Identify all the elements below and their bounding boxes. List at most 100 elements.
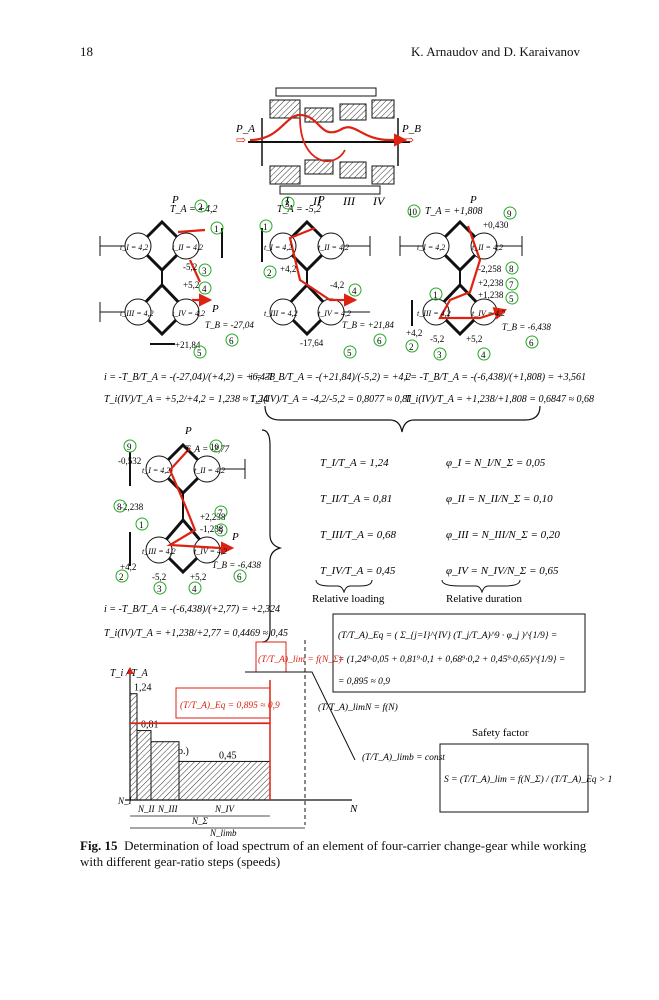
n-label-3: N_III xyxy=(157,804,178,814)
n-label-4: N_IV xyxy=(214,804,236,814)
step-1-label-b: +5,2 xyxy=(183,280,199,290)
step-3-ta: T_A = +1,808 xyxy=(425,206,483,217)
step-2-tb: T_B = +21,84 xyxy=(342,320,394,330)
step-4-badge-5: 5 xyxy=(218,526,223,536)
step-2-ta: T_A = -5,2 xyxy=(277,204,321,215)
step-2-t3: t_III = 4,2 xyxy=(264,309,298,318)
shaft-label-3: III xyxy=(342,194,356,208)
step-1-label-a: -5,2 xyxy=(183,262,197,272)
step-3-badge-3: 3 xyxy=(437,350,442,360)
figure-caption: Fig. 15 Determination of load spectrum o… xyxy=(80,838,590,870)
load-bar-label-4: 0,45 xyxy=(219,750,237,761)
step-3-t3: t_III = 4,2 xyxy=(417,309,451,318)
step-2-badge-3: 3 xyxy=(285,199,290,209)
load-bar-4 xyxy=(178,760,271,801)
step-3-label-e: +4,2 xyxy=(406,328,422,338)
step-2-load: T_i(IV)/T_A = -4,2/-5,2 = 0,8077 ≈ 0,81 xyxy=(250,394,412,405)
step-3-badge-2: 2 xyxy=(409,342,414,352)
step-1-t1: t_I = 4,2 xyxy=(120,243,148,252)
step-4-t3: t_III = 4,2 xyxy=(142,547,176,556)
duration-2: φ_II = N_II/N_Σ = 0,10 xyxy=(446,493,553,505)
step-4-badge-8: 8 xyxy=(117,502,122,512)
duration-1: φ_I = N_I/N_Σ = 0,05 xyxy=(446,457,546,469)
step-4-load: T_i(IV)/T_A = +1,238/+2,77 = 0,4469 ≈ 0,… xyxy=(104,628,288,639)
step-4-badge-2: 2 xyxy=(119,572,124,582)
step-4-ratio: i = -T_B/T_A = -(-6,438)/(+2,77) = +2,32… xyxy=(104,604,280,615)
shaft-label-4: IV xyxy=(372,194,386,208)
step-1-t4: t_IV = 4,2 xyxy=(172,309,205,318)
step-4-label-a: -0,532 xyxy=(118,456,141,466)
summary-duration: φ_I = N_I/N_Σ = 0,05 φ_II = N_II/N_Σ = 0… xyxy=(441,457,560,605)
step-4-label-f: -5,2 xyxy=(152,572,166,582)
b-label: b.) xyxy=(178,746,189,757)
load-bar-2 xyxy=(136,730,152,801)
step-4-t1: t_I = 4,2 xyxy=(142,466,170,475)
step-4-label-g: +5,2 xyxy=(190,572,206,582)
step-1-t2: t_II = 4,2 xyxy=(172,243,203,252)
step-2-badge-4: 4 xyxy=(352,286,357,296)
limb-label: (T/T_A)_limb = const xyxy=(362,752,445,763)
step-3-label-b: -2,258 xyxy=(478,264,502,274)
page-number: 18 xyxy=(80,44,93,59)
step-2-badge-2: 2 xyxy=(267,268,272,278)
loading-4: T_IV/T_A = 0,45 xyxy=(320,565,396,577)
gearbox-scheme: P_A P_B ⇨ ⇨ I II III IV xyxy=(235,87,421,208)
loading-2: T_II/T_A = 0,81 xyxy=(320,493,392,505)
p-in-label: P_A xyxy=(235,123,255,135)
limn-label: (T/T_A)_limN = f(N) xyxy=(318,702,398,713)
p-out-label: P_B xyxy=(401,123,421,135)
step-4-tb: T_B = -6,438 xyxy=(212,560,261,570)
step-1-t3: t_III = 4,2 xyxy=(120,309,154,318)
step-4-diagram: P T_A = -2,77 -0,532 -2,238 +2,238 -1,23… xyxy=(104,425,288,639)
n-label-sigma: N_Σ xyxy=(191,816,209,826)
step-1-tb: T_B = -27,04 xyxy=(205,320,254,330)
load-bar-3 xyxy=(150,741,180,801)
step-3-badge-1: 1 xyxy=(433,290,438,300)
plot-xlabel: N xyxy=(349,803,358,815)
step-2-label-b: -4,2 xyxy=(330,280,344,290)
safety-formula: S = (T/T_A)_lim = f(N_Σ) / (T/T_A)_Eq > … xyxy=(444,774,612,785)
step-3-ratio: i = -T_B/T_A = -(-6,438)/(+1,808) = +3,5… xyxy=(405,372,586,383)
n-label-2: N_II xyxy=(137,804,156,814)
step-3-label-d: +1,238 xyxy=(478,290,504,300)
step-3-t1: t_I = 4,2 xyxy=(417,243,445,252)
safety-title: Safety factor xyxy=(472,727,529,739)
step-2-t2: t_II = 4,2 xyxy=(318,243,349,252)
step-1-diagram: T_A = +4,2 P -5,2 +5,2 +21,84 T_B = -27,… xyxy=(99,194,275,405)
step-2-ratio: i = -T_B/T_A = -(+21,84)/(-5,2) = +4,2 xyxy=(250,372,411,383)
step-4-ta: T_A = -2,77 xyxy=(185,444,230,454)
step-4-label-c: +2,238 xyxy=(200,512,226,522)
summary-loading: T_I/T_A = 1,24 T_II/T_A = 0,81 T_III/T_A… xyxy=(312,457,396,605)
formula-line-2: = (1,24⁹·0,05 + 0,81⁹·0,1 + 0,68⁹·0,2 + … xyxy=(338,654,565,665)
step-3-label-f: -5,2 xyxy=(430,334,444,344)
svg-text:P: P xyxy=(211,303,219,315)
step-4-badge-1: 1 xyxy=(139,520,144,530)
step-4-label-d: -1,238 xyxy=(200,524,224,534)
svg-text:P: P xyxy=(231,531,239,543)
svg-text:⇨: ⇨ xyxy=(404,133,414,147)
duration-3: φ_III = N_III/N_Σ = 0,20 xyxy=(446,529,560,541)
step-1-badge-1: 1 xyxy=(214,224,219,234)
duration-label: Relative duration xyxy=(446,593,523,605)
step-4-badge-7: 7 xyxy=(218,508,223,518)
step-4-t2: t_II = 4,2 xyxy=(194,466,225,475)
step-3-badge-7: 7 xyxy=(509,280,514,290)
load-bar-label-2: 0,81 xyxy=(141,720,159,731)
step-1-label-c: +21,84 xyxy=(175,340,201,350)
step-4-badge-6: 6 xyxy=(237,572,242,582)
shaft-label-1: I xyxy=(284,194,290,208)
loading-label: Relative loading xyxy=(312,593,385,605)
step-2-diagram: T_A = -5,2 P +4,2 -4,2 -17,64 T_B = +21,… xyxy=(250,194,412,405)
step-1-badge-4: 4 xyxy=(202,284,207,294)
loading-1: T_I/T_A = 1,24 xyxy=(320,457,389,469)
step-1-badge-6: 6 xyxy=(229,336,234,346)
lim-label: (T/T_A)_lim = f(N_Σ) xyxy=(258,654,342,665)
step-2-label-c: -17,64 xyxy=(300,338,324,348)
step-3-tb: T_B = -6,438 xyxy=(502,322,551,332)
running-header-authors: K. Arnaudov and D. Karaivanov xyxy=(411,44,580,59)
step-1-badge-3: 3 xyxy=(202,266,207,276)
step-1-load: T_i(IV)/T_A = +5,2/+4,2 = 1,238 ≈ 1,24 xyxy=(104,394,268,405)
step-4-badge-10: 10 xyxy=(210,442,220,452)
step-3-badge-6: 6 xyxy=(529,338,534,348)
